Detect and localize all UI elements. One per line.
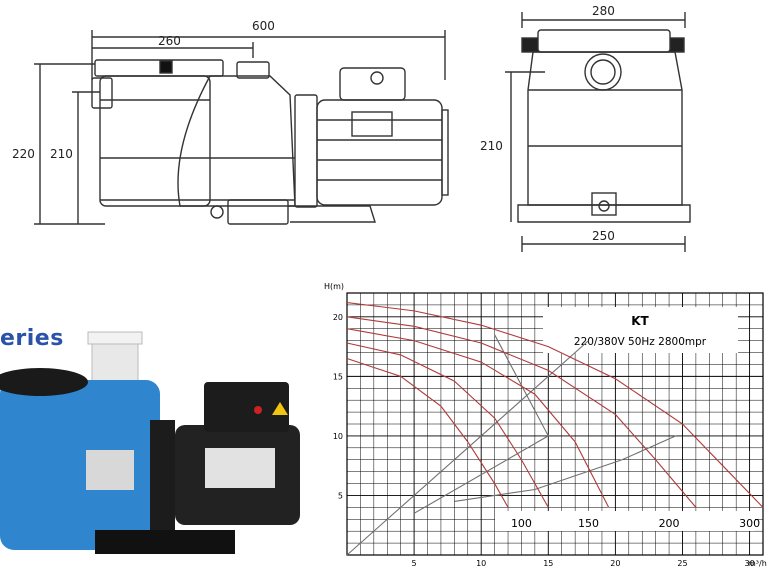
x-tick-label: 30 — [744, 559, 754, 568]
pump-curve-line — [346, 316, 697, 508]
front-width-label: 280 — [592, 4, 615, 18]
efficiency-line — [346, 340, 589, 556]
y-tick-label: 15 — [333, 372, 343, 381]
pump-photo — [0, 331, 300, 554]
performance-chart: KT 220/380V 50Hz 2800mpr 100 150 200 300 5 10 15… — [324, 282, 767, 568]
x-tick-label: 10 — [476, 559, 486, 568]
pump-curve-line — [346, 328, 610, 508]
inlet-height-label: 210 — [50, 147, 73, 161]
title-box — [543, 307, 738, 353]
overall-height-label: 220 — [12, 147, 35, 161]
base-width-label: 250 — [592, 229, 615, 243]
curve-label-box — [495, 511, 755, 531]
overall-length-label: 600 — [252, 19, 275, 33]
curve-label: 200 — [659, 517, 680, 530]
strainer-length-label: 260 — [158, 34, 181, 48]
front-view-drawing — [505, 12, 691, 252]
y-tick-label: 5 — [338, 491, 343, 500]
front-height-label: 210 — [480, 139, 503, 153]
y-tick-label: 20 — [333, 313, 343, 322]
x-tick-label: 20 — [610, 559, 620, 568]
plot-frame — [346, 292, 764, 556]
x-tick-label: 25 — [677, 559, 687, 568]
efficiency-line — [413, 334, 550, 514]
y-tick-label: 10 — [333, 432, 343, 441]
efficiency-line — [454, 435, 676, 502]
dimension-drawings: 600 260 220 210 280 210 250 — [12, 4, 691, 252]
curve-label: 300 — [739, 517, 760, 530]
y-axis-label: H(m) — [324, 282, 344, 291]
curve-label: 100 — [511, 517, 532, 530]
series-label: eries — [0, 326, 64, 351]
pump-curve-line — [346, 357, 509, 508]
x-tick-label: 5 — [412, 559, 417, 568]
chart-subtitle: 220/380V 50Hz 2800mpr — [574, 336, 707, 348]
pump-curve-line — [346, 342, 549, 508]
pump-curve-line — [346, 301, 764, 508]
x-tick-label: 15 — [543, 559, 553, 568]
chart-title: KT — [631, 314, 649, 328]
side-view-drawing — [34, 30, 449, 225]
x-axis-label: m³/h — [748, 559, 767, 568]
curve-label: 150 — [578, 517, 599, 530]
